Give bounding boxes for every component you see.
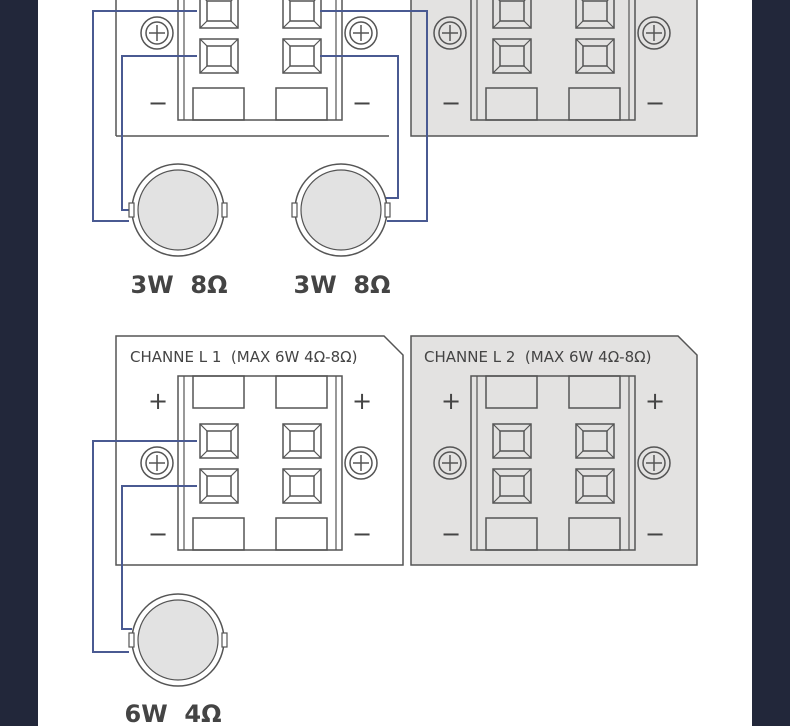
top-speaker-right-label: 3W 8Ω xyxy=(294,271,391,299)
channel2-panel: CHANNE L 2 (MAX 6W 4Ω-8Ω) + + − − xyxy=(410,335,698,566)
channel1-panel: CHANNE L 1 (MAX 6W 4Ω-8Ω) + + − − xyxy=(115,335,404,566)
top-wires xyxy=(92,10,428,222)
minus-sign: − xyxy=(352,89,372,117)
top-channel2-panel: − − xyxy=(410,0,698,137)
plus-sign: + xyxy=(441,387,461,415)
screw-icon xyxy=(344,16,378,50)
minus-sign: − xyxy=(352,520,372,548)
screw-icon xyxy=(637,16,671,50)
screw-icon xyxy=(140,446,174,480)
plus-sign: + xyxy=(148,387,168,415)
plus-sign: + xyxy=(645,387,665,415)
screw-icon xyxy=(433,446,467,480)
screw-icon xyxy=(344,446,378,480)
plus-sign: + xyxy=(352,387,372,415)
bottom-speaker-label: 6W 4Ω xyxy=(125,700,222,726)
bottom-wires xyxy=(92,440,197,653)
channel2-title: CHANNE L 2 (MAX 6W 4Ω-8Ω) xyxy=(424,348,651,366)
minus-sign: − xyxy=(645,520,665,548)
screw-icon xyxy=(140,16,174,50)
minus-sign: − xyxy=(441,520,461,548)
minus-sign: − xyxy=(441,89,461,117)
minus-sign: − xyxy=(148,520,168,548)
screw-icon xyxy=(637,446,671,480)
top-speaker-left-label: 3W 8Ω xyxy=(131,271,228,299)
top-channel1-panel: − − xyxy=(115,0,389,137)
minus-sign: − xyxy=(645,89,665,117)
channel1-title: CHANNE L 1 (MAX 6W 4Ω-8Ω) xyxy=(130,348,357,366)
screw-icon xyxy=(433,16,467,50)
minus-sign: − xyxy=(148,89,168,117)
